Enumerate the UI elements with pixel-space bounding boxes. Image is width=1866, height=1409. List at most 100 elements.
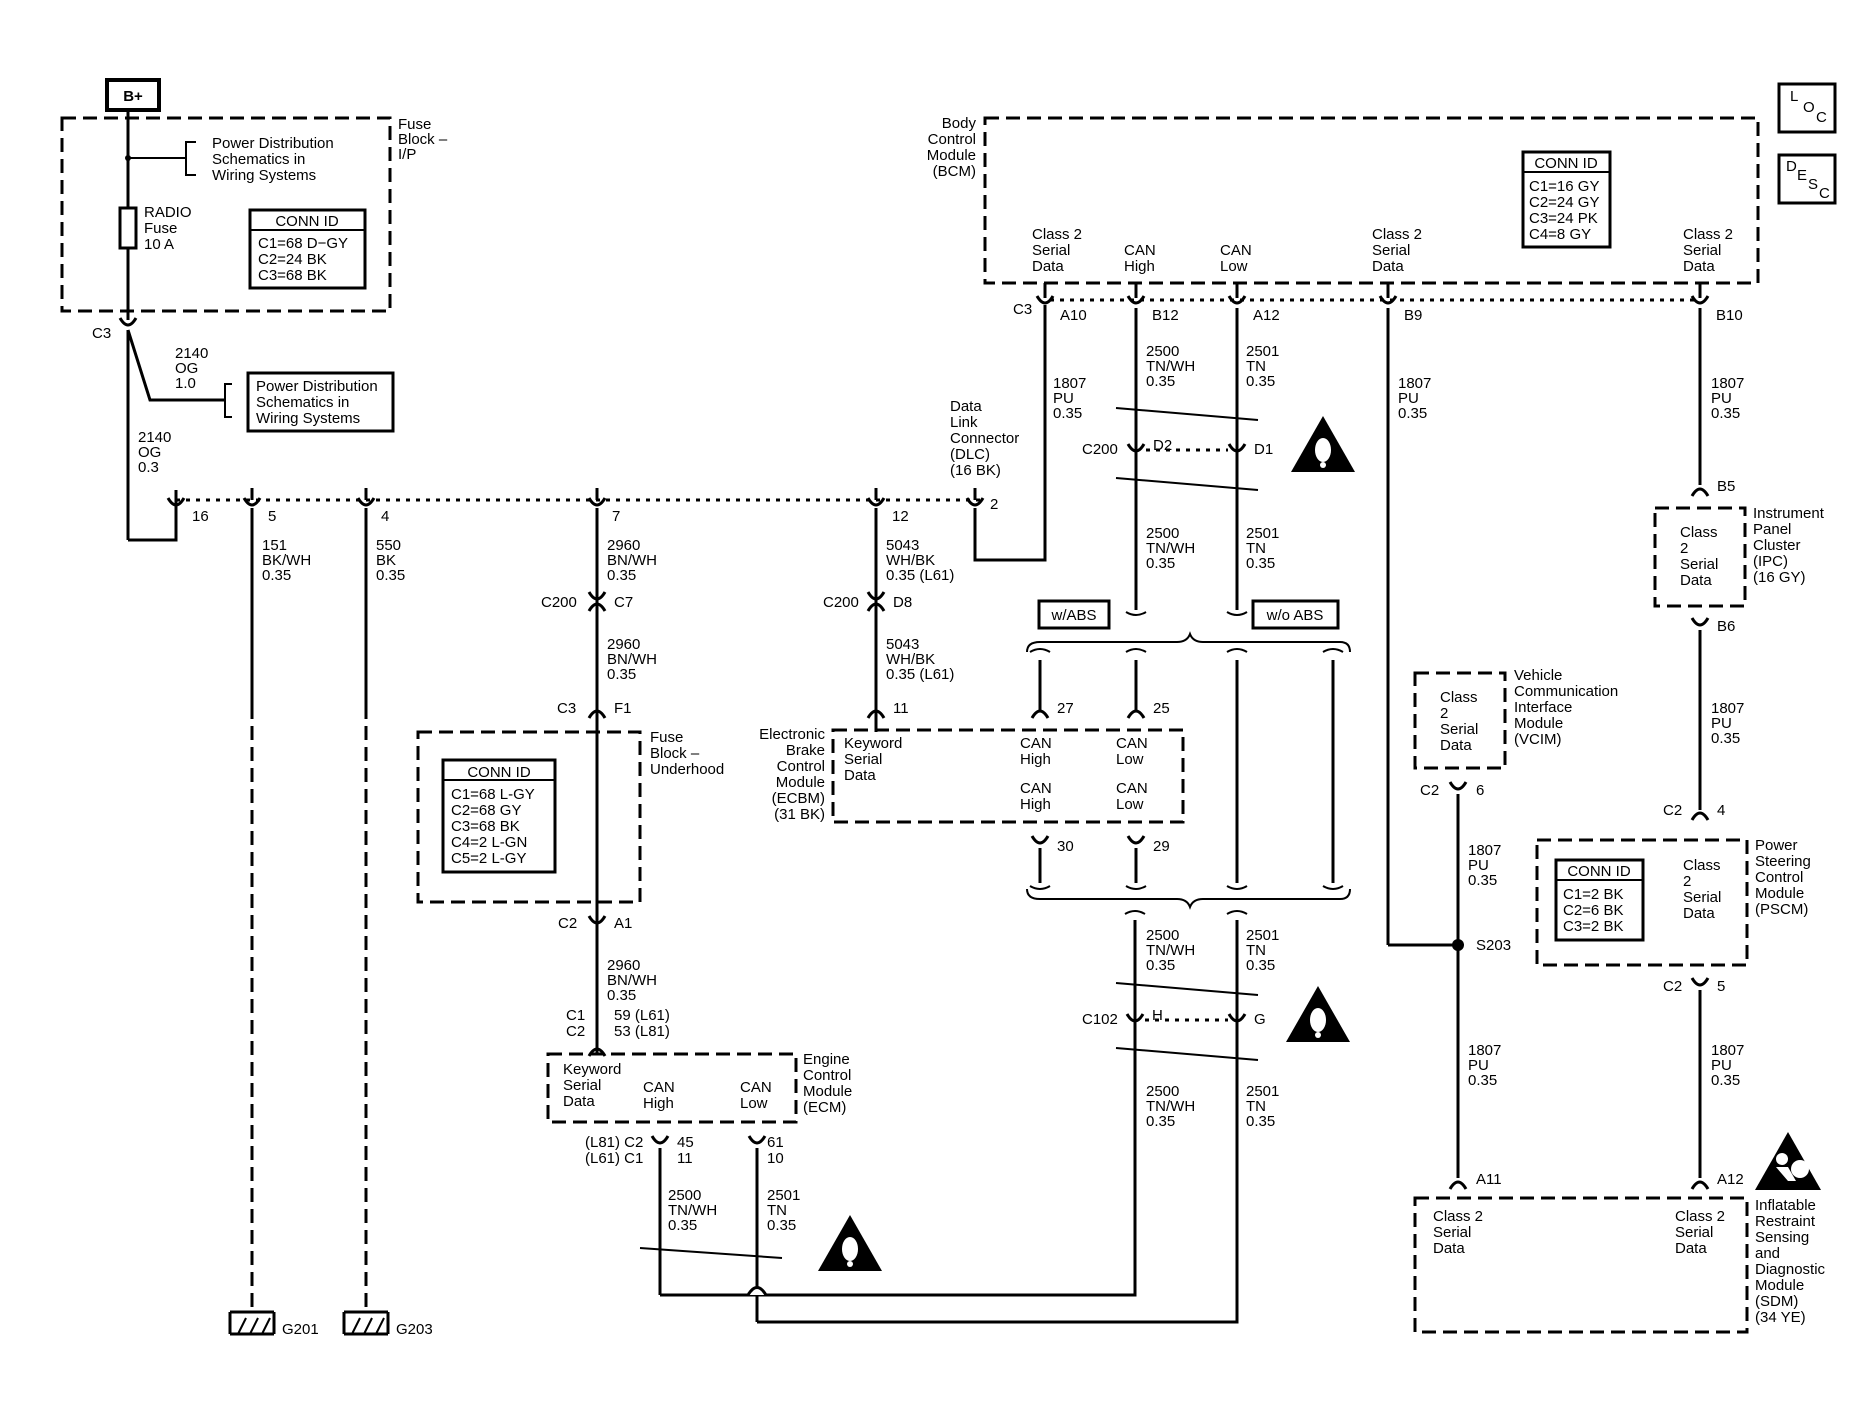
svg-text:(ECBM): (ECBM) [772,790,825,807]
wire-2501-ecm: 2501 TN 0.35 [767,1187,800,1234]
pin-30-label: 30 [1057,838,1074,855]
svg-text:1807: 1807 [1711,700,1744,717]
wire-550: 550 BK 0.35 [376,537,405,584]
fuse-block-ip-conn-id: CONN ID C1=68 D−GY C2=24 BK C3=68 BK [248,208,367,290]
ecm-can-high: CAN High [643,1079,675,1112]
svg-text:BN/WH: BN/WH [607,972,657,989]
vcim-text: Class 2 Serial Data [1440,689,1478,754]
svg-text:Body: Body [942,115,977,132]
svg-text:0.35: 0.35 [1711,730,1740,747]
wire-1807-pscm: 1807 PU 0.35 [1711,1042,1744,1089]
svg-text:O: O [1803,99,1815,116]
c200-mid-conn: C200 [1082,441,1118,458]
wire-2140-2: 2140 OG 0.3 [138,429,171,476]
fuse-block-ip-label: Fuse Block – I/P [398,116,448,163]
svg-text:Class 2: Class 2 [1032,226,1082,243]
svg-text:0.35: 0.35 [607,666,636,683]
svg-text:53 (L81): 53 (L81) [614,1023,670,1040]
svg-text:PU: PU [1711,1057,1732,1074]
svg-text:C4=2 L-GN: C4=2 L-GN [451,834,527,851]
svg-text:PU: PU [1711,715,1732,732]
svg-text:0.35: 0.35 [1711,1072,1740,1089]
svg-text:Schematics in: Schematics in [256,394,349,411]
ipc-label: Instrument Panel Cluster (IPC) (16 GY) [1753,505,1825,586]
svg-text:1807: 1807 [1398,375,1431,392]
ebcm-can-text: CAN High CAN Low CAN High CAN Low [1020,735,1148,813]
svg-text:Communication: Communication [1514,683,1618,700]
svg-text:1807: 1807 [1711,375,1744,392]
wire-5043-2: 5043 WH/BK 0.35 (L61) [886,636,954,683]
wire-2960-2: 2960 BN/WH 0.35 [607,636,657,683]
dlc-label: Data Link Connector (DLC) (16 BK) [950,398,1019,479]
svg-text:1807: 1807 [1468,842,1501,859]
svg-text:2501: 2501 [1246,927,1279,944]
bcm-outline [983,116,1760,285]
svg-text:PU: PU [1711,390,1732,407]
svg-text:(IPC): (IPC) [1753,553,1788,570]
svg-text:CONN ID: CONN ID [1534,155,1598,172]
svg-text:0.35: 0.35 [1246,1113,1275,1130]
svg-text:Serial: Serial [1675,1224,1713,1241]
svg-text:2500: 2500 [668,1187,701,1204]
bcm-conn-id: CONN ID C1=16 GY C2=24 GY C3=24 PK C4=8 … [1521,150,1612,249]
svg-text:(L81) C2: (L81) C2 [585,1134,643,1151]
svg-text:Fuse: Fuse [144,220,177,237]
ecm-input-pins: C1 C2 59 (L61) 53 (L81) [566,1007,670,1040]
svg-text:Block –: Block – [398,131,448,148]
svg-text:OG: OG [175,360,198,377]
svg-text:CONN ID: CONN ID [467,764,531,781]
svg-text:C2=24 GY: C2=24 GY [1529,194,1599,211]
sdm-a11-label: A11 [1476,1171,1502,1188]
desc-icon[interactable]: D E S C [1777,153,1837,205]
ecm-label: Engine Control Module (ECM) [803,1051,852,1116]
fuse-block-underhood-label: Fuse Block – Underhood [650,729,724,778]
svg-text:I/P: I/P [398,146,416,163]
svg-text:Data: Data [1372,258,1404,275]
svg-text:A12: A12 [1253,307,1280,324]
svg-text:Engine: Engine [803,1051,850,1068]
svg-text:Module: Module [776,774,825,791]
wire-2500-bottom: 2500 TN/WH 0.35 [1146,1083,1195,1130]
svg-text:(PSCM): (PSCM) [1755,901,1808,918]
svg-text:61: 61 [767,1134,784,1151]
svg-text:Data: Data [1683,258,1715,275]
svg-text:Block –: Block – [650,745,700,762]
svg-text:BK: BK [376,552,396,569]
fuse-block-underhood-outline [416,730,642,904]
c7-label: C7 [614,594,633,611]
svg-text:TN: TN [1246,358,1266,375]
wire-2140-1: 2140 OG 1.0 [175,345,208,392]
svg-text:2500: 2500 [1146,525,1179,542]
svg-text:Data: Data [1032,258,1064,275]
ipc-outline [1653,506,1747,608]
svg-text:CAN: CAN [1116,735,1148,752]
ipc-b6-label: B6 [1717,618,1735,635]
svg-text:Control: Control [1755,869,1803,886]
svg-text:Module: Module [1514,715,1563,732]
svg-text:Low: Low [1116,751,1144,768]
svg-text:Low: Low [740,1095,768,1112]
svg-text:550: 550 [376,537,401,554]
svg-text:0.35: 0.35 [1146,957,1175,974]
f1-label: F1 [614,700,632,717]
svg-text:High: High [643,1095,674,1112]
sdm-text: Class 2 Serial Data Class 2 Serial Data [1433,1208,1725,1257]
svg-text:TN: TN [1246,1098,1266,1115]
pscm-c2-out: C2 [1663,978,1682,995]
svg-text:0.35: 0.35 [1468,1072,1497,1089]
svg-text:0.35: 0.35 [1146,373,1175,390]
svg-text:11: 11 [677,1150,693,1167]
svg-text:Class 2: Class 2 [1675,1208,1725,1225]
svg-text:Instrument: Instrument [1753,505,1825,522]
wire-1807-dlc: 1807 PU 0.35 [1053,375,1086,422]
svg-text:OG: OG [138,444,161,461]
svg-text:S: S [1808,176,1818,193]
svg-text:10: 10 [767,1150,784,1167]
svg-text:Data: Data [950,398,982,415]
ebcm-outline [831,728,1185,824]
svg-text:E: E [1797,167,1807,184]
loc-icon[interactable]: L O C [1777,82,1837,134]
wire-2500-ecm: 2500 TN/WH 0.35 [668,1187,717,1234]
svg-text:0.35: 0.35 [1146,555,1175,572]
